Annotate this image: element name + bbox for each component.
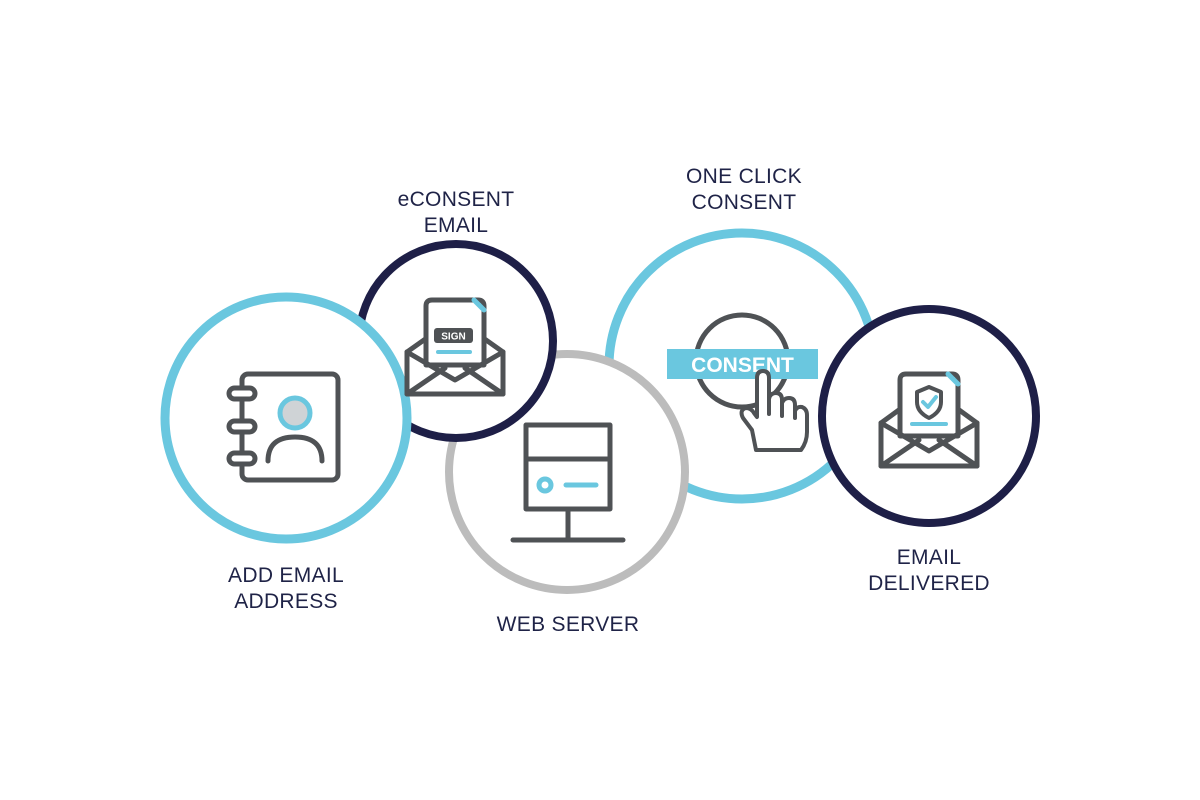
add-email-address-label: ADD EMAIL ADDRESS	[206, 563, 366, 615]
consent-button-text: CONSENT	[691, 354, 794, 377]
server-icon	[510, 422, 626, 543]
econsent-email-label-line-2: EMAIL	[423, 214, 489, 237]
consent-click-icon: CONSENT	[667, 312, 818, 452]
econsent-email-label-line-1: eCONSENT	[397, 188, 515, 211]
econsent-email-label: eCONSENT EMAIL	[376, 187, 536, 239]
one-click-consent-label-line-2: CONSENT	[691, 191, 797, 214]
add-email-address-label-line-1: ADD EMAIL	[228, 564, 344, 587]
sign-badge-text: SIGN	[441, 332, 465, 343]
consent-button	[667, 349, 818, 379]
email-delivered-label-line-1: EMAIL	[896, 546, 962, 569]
web-server-label-line-1: WEB SERVER	[496, 613, 640, 636]
add-email-address-label-line-2: ADDRESS	[234, 590, 338, 613]
hand-cursor-icon	[739, 369, 809, 452]
one-click-consent-label-line-1: ONE CLICK	[686, 165, 802, 188]
sign-envelope-icon: SIGN	[404, 297, 506, 397]
web-server-label: WEB SERVER	[478, 612, 658, 638]
email-delivered-label-line-2: DELIVERED	[868, 572, 990, 595]
email-delivered-label: EMAIL DELIVERED	[849, 545, 1009, 597]
address-book-icon	[226, 371, 341, 483]
shield-envelope-icon	[878, 371, 980, 469]
one-click-consent-label: ONE CLICK CONSENT	[662, 164, 826, 216]
